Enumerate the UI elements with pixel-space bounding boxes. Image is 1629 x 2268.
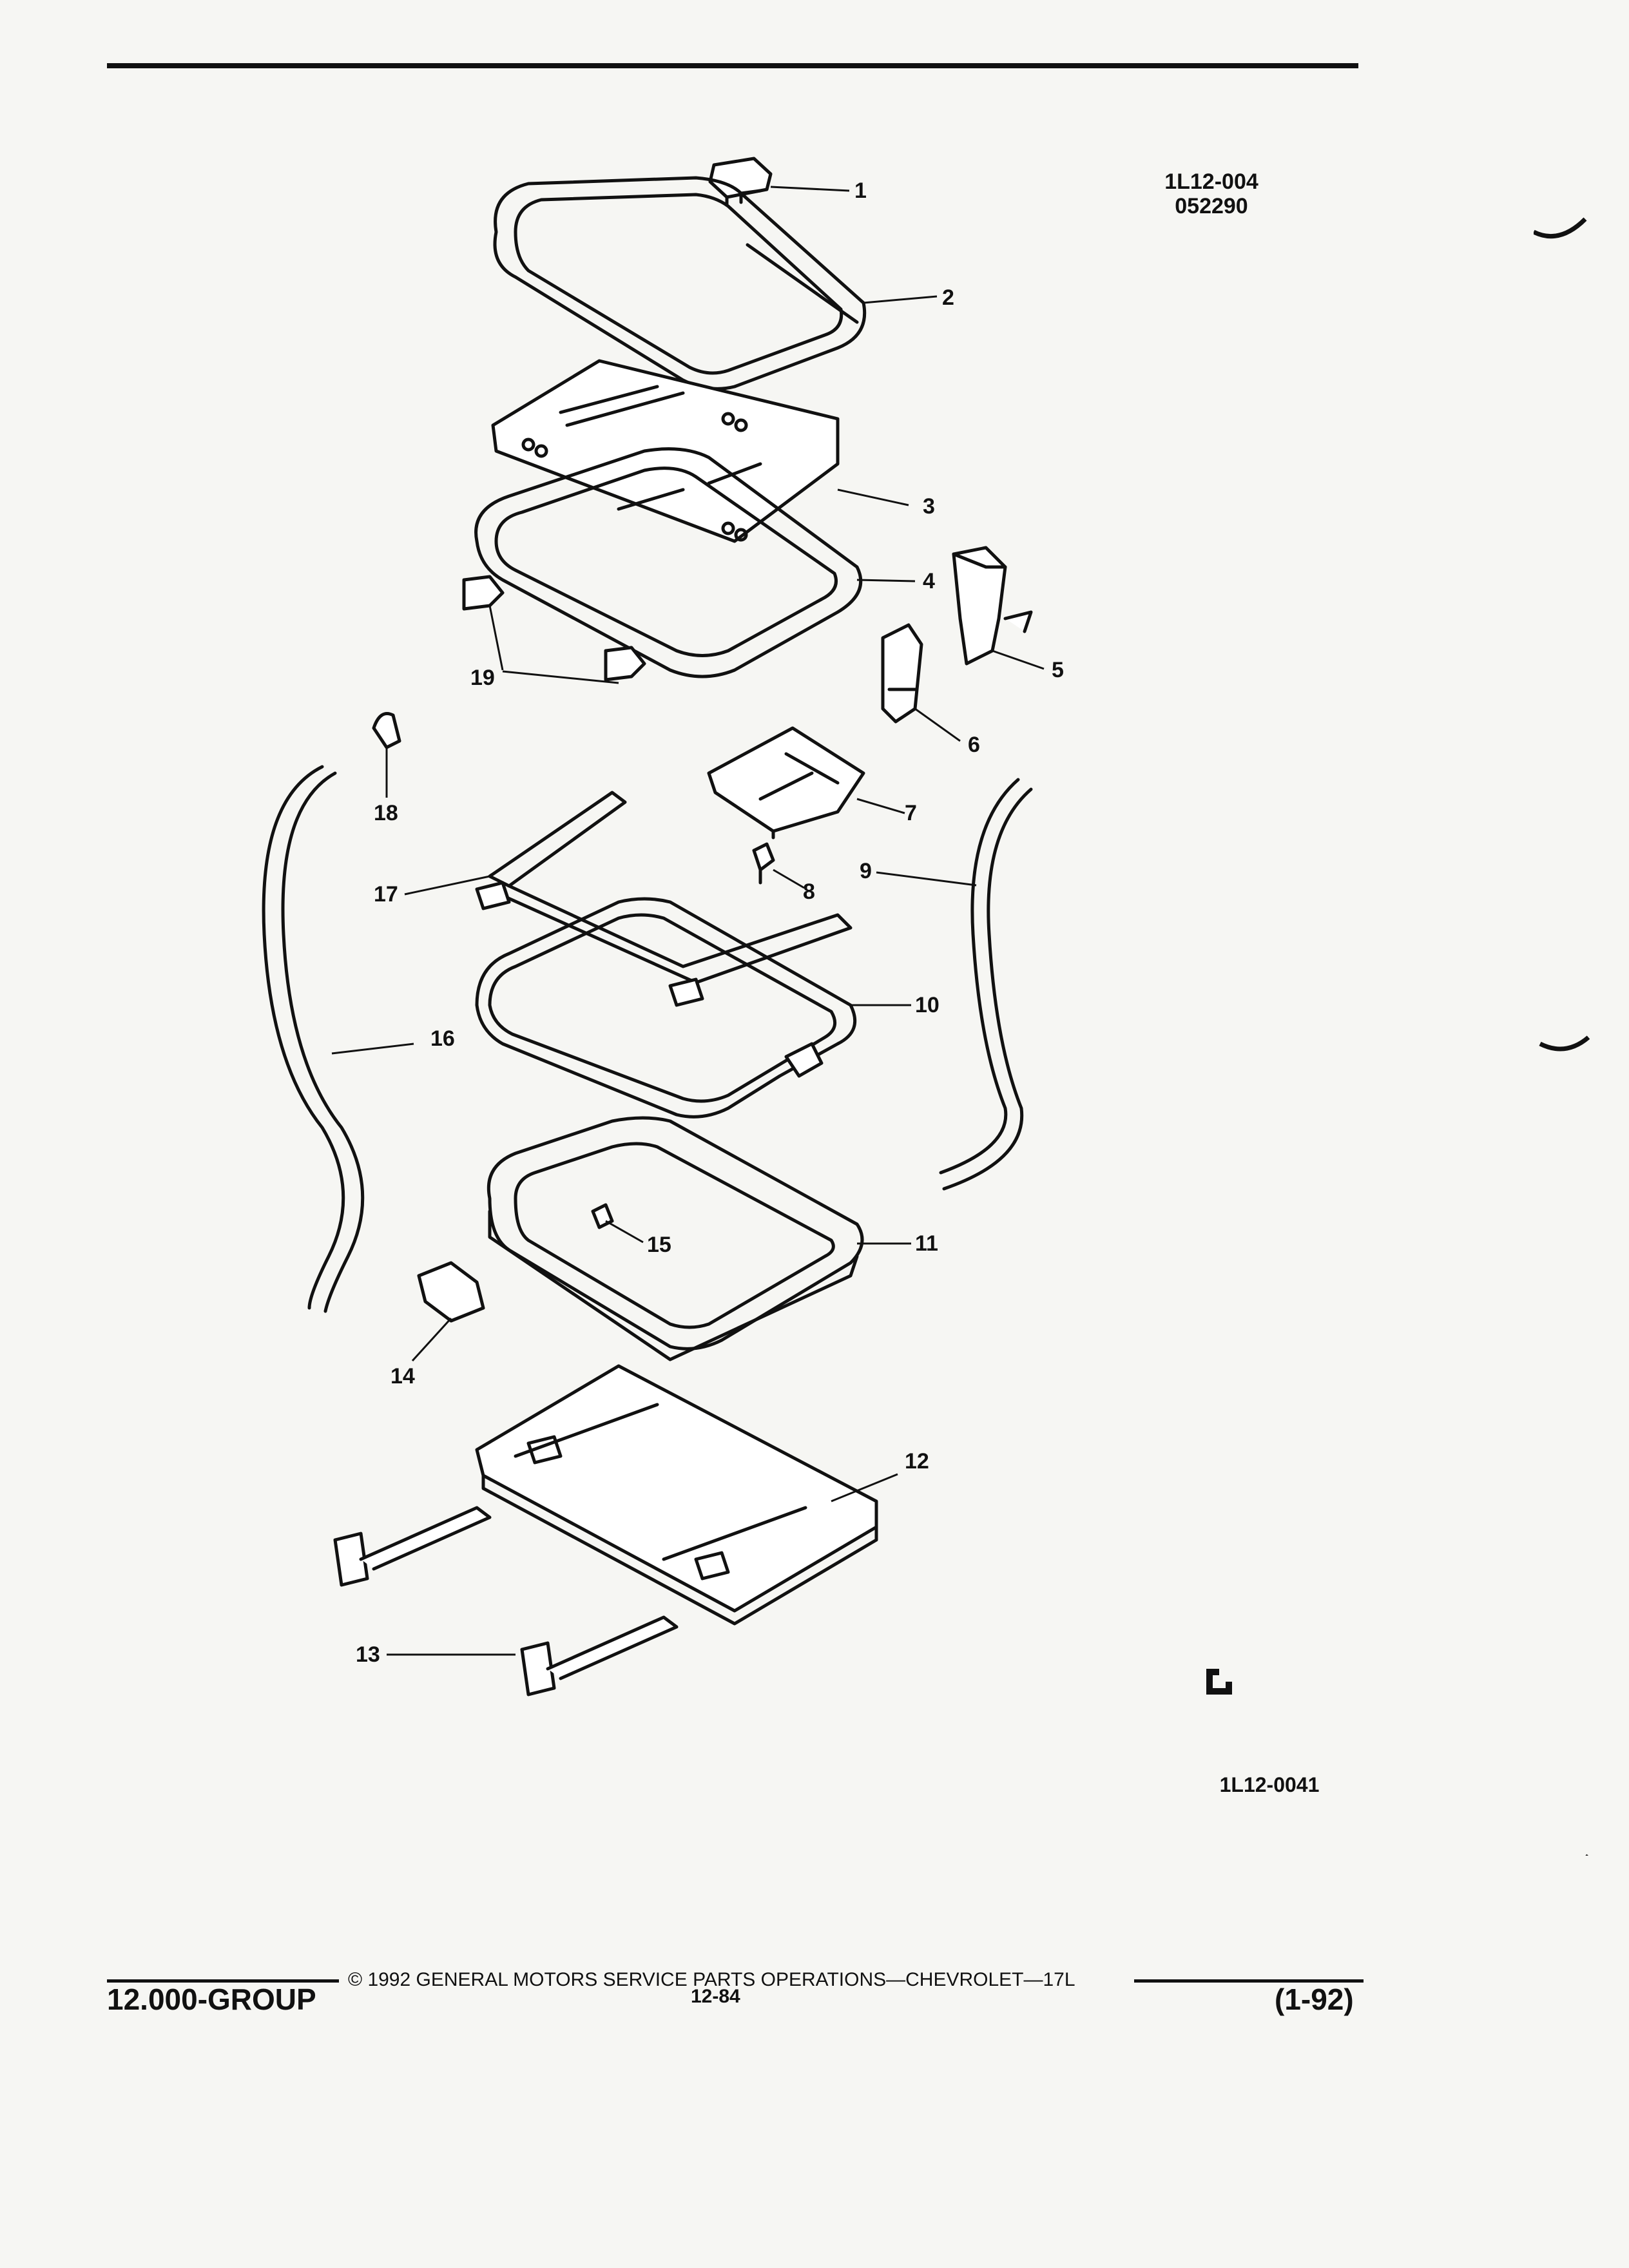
- callout-3: 3: [923, 494, 935, 519]
- part-6-cover: [881, 623, 923, 724]
- part-7-mechanism: [707, 726, 865, 840]
- callout-1: 1: [854, 178, 867, 203]
- part-5-handle: [952, 546, 1033, 666]
- binding-marks: [1534, 217, 1590, 1856]
- callout-2: 2: [942, 285, 954, 310]
- part-9-tube: [939, 778, 1033, 1191]
- copyright-line: © 1992 GENERAL MOTORS SERVICE PARTS OPER…: [348, 1969, 1075, 1990]
- callout-4: 4: [923, 569, 935, 593]
- part-18-clip: [372, 712, 401, 749]
- bottom-ref: 1L12-0041: [1219, 1773, 1320, 1796]
- part-19-brackets: [462, 575, 646, 682]
- callout-9: 9: [860, 859, 872, 883]
- logo-mark: [1206, 1669, 1232, 1695]
- callout-7: 7: [905, 801, 917, 825]
- callout-14: 14: [390, 1364, 415, 1389]
- callout-13: 13: [356, 1642, 380, 1667]
- part-10-seal: [475, 897, 857, 1119]
- callout-10: 10: [915, 993, 940, 1017]
- part-16-tube: [262, 765, 365, 1313]
- callout-19: 19: [470, 666, 495, 690]
- callout-12: 12: [905, 1449, 929, 1474]
- part-2-seal: [493, 176, 867, 390]
- callout-8: 8: [803, 879, 815, 904]
- footer-rule-left: [107, 1979, 339, 1983]
- callout-5: 5: [1052, 658, 1064, 682]
- page-number: 12-84: [691, 1986, 740, 2007]
- callout-16: 16: [430, 1026, 455, 1051]
- callout-17: 17: [374, 882, 398, 907]
- leader-lines: [331, 186, 1045, 1656]
- part-3-glass: [491, 359, 840, 543]
- callout-18: 18: [374, 801, 398, 825]
- part-12-sunshade: [475, 1364, 878, 1626]
- callout-11: 11: [915, 1231, 938, 1256]
- part-11-housing: [487, 1116, 864, 1361]
- part-4-frame: [474, 447, 863, 678]
- part-17-deflector: [475, 791, 853, 1007]
- footer-rule-right: [1134, 1979, 1364, 1983]
- callout-6: 6: [968, 733, 980, 757]
- part-14-bracket: [417, 1261, 485, 1323]
- date-code: (1-92): [1275, 1983, 1354, 2016]
- group-label: 12.000-GROUP: [107, 1983, 316, 2016]
- ref-date: 052290: [1175, 194, 1248, 218]
- callout-15: 15: [647, 1233, 671, 1257]
- top-rule: [107, 63, 1358, 68]
- part-13-rails: [333, 1506, 679, 1696]
- ref-code: 1L12-004: [1164, 169, 1258, 194]
- part-8-screw: [752, 842, 775, 885]
